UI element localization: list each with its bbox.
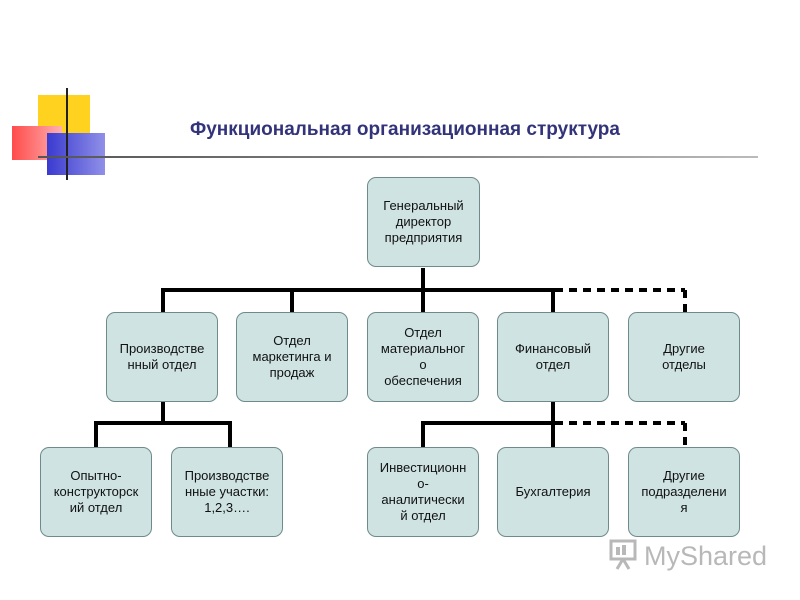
node-accounting: Бухгалтерия: [497, 447, 609, 537]
node-production-sites: Производстве нные участки: 1,2,3….: [171, 447, 283, 537]
node-label: Финансовый отдел: [514, 341, 592, 372]
node-label: Инвестиционн о- аналитически й отдел: [379, 460, 467, 523]
node-label: Отдел маркетинга и продаж: [252, 333, 332, 380]
watermark-text: MyShared: [644, 540, 768, 571]
node-production-dept: Производстве нный отдел: [106, 312, 218, 402]
node-other-units: Другие подразделени я: [628, 447, 740, 537]
node-marketing-dept: Отдел маркетинга и продаж: [236, 312, 348, 402]
node-finance-dept: Финансовый отдел: [497, 312, 609, 402]
node-label: Отдел материальног о обеспечения: [380, 325, 466, 388]
node-label: Опытно- конструкторск ий отдел: [53, 468, 139, 515]
node-label: Производстве нный отдел: [119, 341, 205, 372]
node-label: Другие подразделени я: [641, 468, 727, 515]
node-label: Бухгалтерия: [515, 484, 591, 499]
node-material-dept: Отдел материальног о обеспечения: [367, 312, 479, 402]
node-investment-dept: Инвестиционн о- аналитически й отдел: [367, 447, 479, 537]
decor-horizontal-line: [38, 156, 758, 158]
node-other-depts: Другие отделы: [628, 312, 740, 402]
decor-blue-square: [47, 133, 105, 175]
page-title: Функциональная организационная структура: [190, 119, 620, 140]
node-label: Генеральный директор предприятия: [383, 198, 464, 245]
node-ceo: Генеральный директор предприятия: [367, 177, 480, 267]
node-design-dept: Опытно- конструкторск ий отдел: [40, 447, 152, 537]
watermark: MyShared: [608, 538, 767, 574]
node-label: Другие отделы: [662, 341, 706, 372]
node-label: Производстве нные участки: 1,2,3….: [184, 468, 270, 515]
presentation-board-icon: [608, 538, 638, 575]
decor-vertical-line: [66, 88, 68, 180]
